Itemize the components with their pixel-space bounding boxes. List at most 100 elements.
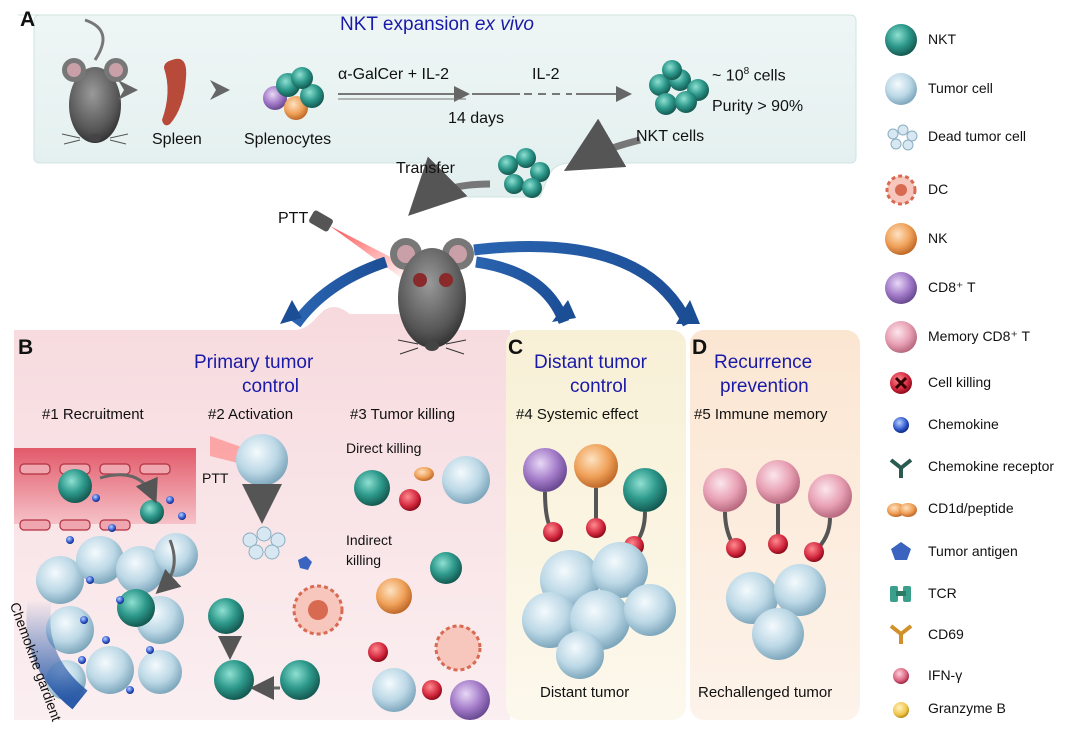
dc-icon [885,174,917,206]
legend-label-chemokine-receptor: Chemokine receptor [928,458,1055,474]
step-systemic-label: #4 Systemic effect [516,406,639,423]
legend-label-memory-cd8-t-cell: Memory CD8⁺ T [928,328,1031,344]
blood-vessel [14,448,196,524]
legend-label-chemokine: Chemokine [928,416,999,432]
spleen-label: Spleen [152,131,202,148]
panel-b-title-line1: Primary tumor [194,352,314,373]
indirect-killing-label-2: killing [346,552,382,568]
memory-cell-2 [756,460,800,504]
tumor-antigen-activation [298,556,312,570]
panel-a-letter: A [20,8,36,31]
cd8-cell-distant [523,448,567,492]
legend-label-granzyme-b: Granzyme B [928,700,1006,716]
ptt-label: PTT [278,210,309,227]
nk-cell-indirect [376,578,412,614]
distant-tumor-label: Distant tumor [540,684,630,701]
panel-a-title-text: NKT expansion [340,14,475,35]
transfer-arrow-1 [563,118,641,172]
tumor-cell-direct [442,456,490,504]
legend-label-dc: DC [928,181,949,197]
legend-label-tumor-cell: Tumor cell [928,80,993,96]
nkt-cell-icon [885,24,917,56]
nk-cell-icon [885,223,917,255]
panel-c-title-line2: control [570,376,628,397]
process-arrow-2 [210,80,230,100]
panel-a-title-italic: ex vivo [474,14,534,35]
memory-cell-1 [703,468,747,512]
tumor-antigen-icon [891,542,911,560]
rechallenged-tumor-mass [726,564,826,660]
legend-label-cd69: CD69 [928,626,964,642]
legend-label-cd8-t-cell: CD8⁺ T [928,279,976,295]
dead-tumor-cell-icon [887,124,918,151]
chemokine-gradient-arrow [26,598,88,710]
step-memory-label: #5 Immune memory [694,406,828,423]
transfer-cluster-icon [498,148,550,198]
panel-a-title: NKT expansion ex vivo [340,14,534,36]
tumor-cell-activation [236,434,288,486]
ifn-gamma-icon [893,668,909,684]
distant-tumor-mass [522,542,676,679]
dead-tumor-cell-activation [242,526,286,560]
step-recruitment-label: #1 Recruitment [42,406,144,423]
nkt-cell-distant [623,468,667,512]
step-killing-label: #3 Tumor killing [350,406,456,423]
cell-count-label: ~ 108 cells [712,66,786,85]
killing-marker-direct [399,489,421,511]
legend-label-nk-cell: NK [928,230,948,246]
direct-killing-label: Direct killing [346,440,422,456]
arrow-to-panel-c [475,256,570,325]
splenocytes-label: Splenocytes [244,131,332,148]
chemokine-receptor-icon [889,458,913,478]
central-mouse-icon [390,238,474,355]
arrow-to-panel-d [473,240,693,327]
cell-count-prefix: ~ 10 [712,67,744,85]
panel-d-title-line1: Recurrence [714,352,813,373]
nkt-cell-direct [354,470,390,506]
culture-step1-label: α-GalCer + IL-2 [338,66,450,83]
panel-c-title-line1: Distant tumor [534,352,647,373]
cd8-cell-indirect [450,680,490,720]
legend-label-ifn-gamma: IFN-γ [928,667,963,683]
panel-a-background [18,14,857,198]
legend-label-tumor-antigen: Tumor antigen [928,543,1018,559]
transfer-label: Transfer [396,160,455,177]
indirect-killing-label-1: Indirect [346,532,392,548]
panel-d-letter: D [692,336,708,359]
nkt-cell-circulating [58,469,92,503]
panel-d-title-line2: prevention [720,376,809,397]
transfer-arrow-2 [408,156,491,216]
tumor-cell-indirect [372,668,416,712]
nkt-cell-infiltrated [117,589,155,627]
spleen-icon [162,58,187,126]
rechallenged-tumor-label: Rechallenged tumor [698,684,833,701]
memory-cd8-t-cell-icon [885,321,917,353]
cell-killing-icon [890,372,912,394]
nkt-cell-indirect [430,552,462,584]
panel-b-title-line2: control [242,376,300,397]
culture-step2-label: IL-2 [532,66,560,83]
dc-cell-indirect [434,624,482,672]
cd69-icon [889,624,913,644]
panel-d-background [690,330,860,720]
laser-beam [330,226,412,280]
tcr-icon [890,586,911,602]
legend-label-cell-killing: Cell killing [928,374,992,390]
granzyme-b-icon [893,702,909,718]
cell-count-exponent: 8 [743,66,750,77]
splenocytes-icon [263,67,324,120]
nkt-cluster-icon [649,60,709,115]
chemokine-icon [893,417,909,433]
nkt-cell-activation-1 [208,598,244,634]
step-activation-label: #2 Activation [208,406,294,423]
legend-label-dead-tumor-cell: Dead tumor cell [928,128,1027,144]
legend-label-nkt-cell: NKT [928,31,956,47]
memory-cell-3 [808,474,852,518]
panel-c-letter: C [508,336,524,359]
mouse-icon [61,18,129,145]
process-arrow-1 [118,80,138,100]
cd1d-peptide-icon [887,503,917,517]
panel-b-letter: B [18,336,34,359]
legend-label-tcr: TCR [928,585,957,601]
nkt-cell-activation-2 [214,660,254,700]
